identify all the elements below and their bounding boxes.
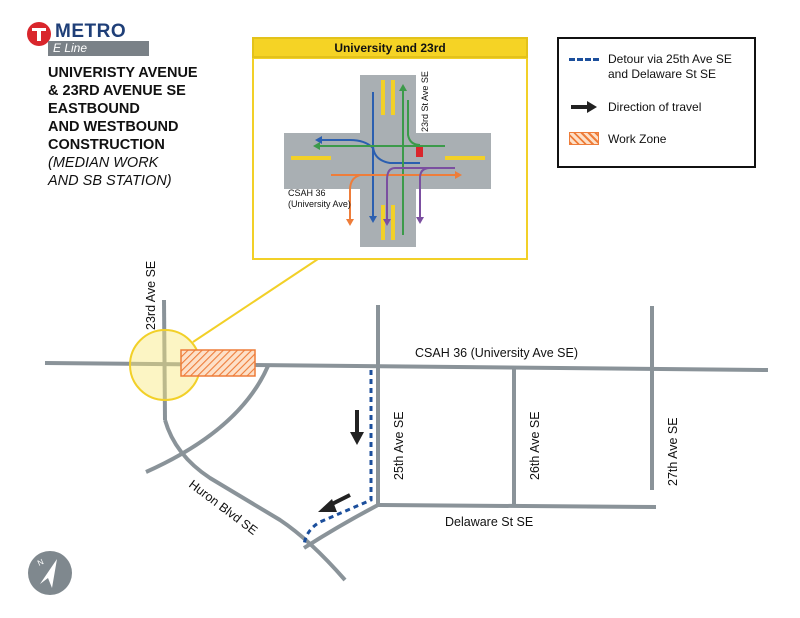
subtitle-line: (MEDIAN WORK — [48, 155, 159, 171]
north-arrow-icon: N — [28, 551, 72, 595]
inset-label-university: (University Ave) — [288, 199, 351, 209]
detour-route — [302, 370, 373, 546]
arrow-right-icon — [569, 100, 599, 117]
map-title: UNIVERISTY AVENUE & 23RD AVENUE SE EASTB… — [48, 64, 248, 154]
subtitle-line: AND SB STATION) — [48, 173, 172, 189]
legend: Detour via 25th Ave SE and Delaware St S… — [557, 37, 756, 168]
brand-name: METRO — [55, 21, 127, 42]
work-zone-swatch-icon — [569, 132, 599, 145]
inset-diagram: 23rd St Ave SE CSAH 36 (University Ave) — [284, 71, 491, 247]
direction-arrow-down — [350, 410, 364, 445]
inset-connector — [192, 258, 319, 343]
legend-label: and Delaware St SE — [608, 67, 717, 81]
map-subtitle: (MEDIAN WORK AND SB STATION) — [48, 154, 172, 190]
svg-text:N: N — [36, 557, 45, 568]
inset-label-23rd: 23rd St Ave SE — [420, 71, 430, 132]
label-27th-ave: 27th Ave SE — [666, 417, 680, 486]
line-badge: E Line — [48, 41, 149, 56]
title-line: & 23RD AVENUE SE — [48, 83, 186, 99]
road-diagonal-connector — [145, 365, 270, 474]
road-delaware-to-huron — [302, 503, 379, 550]
dashed-line-icon — [569, 58, 599, 61]
road-huron — [163, 419, 347, 582]
metro-logo-icon — [27, 22, 51, 46]
title-line: AND WESTBOUND — [48, 119, 179, 135]
direction-arrow-southwest — [318, 493, 351, 512]
legend-label: Direction of travel — [608, 100, 702, 114]
inset-title: University and 23rd — [252, 37, 528, 58]
label-delaware: Delaware St SE — [445, 515, 533, 529]
inset-work-zone — [416, 145, 423, 157]
title-line: CONSTRUCTION — [48, 137, 165, 153]
work-zone-area — [180, 349, 256, 377]
title-line: UNIVERISTY AVENUE — [48, 65, 198, 81]
road-network — [44, 299, 769, 582]
label-26th-ave: 26th Ave SE — [528, 411, 542, 480]
inset-frame — [252, 57, 528, 260]
label-25th-ave: 25th Ave SE — [392, 411, 406, 480]
label-23rd-ave: 23rd Ave SE — [144, 261, 158, 330]
label-university: CSAH 36 (University Ave SE) — [415, 346, 578, 360]
title-line: EASTBOUND — [48, 101, 140, 117]
inset-label-csah: CSAH 36 — [288, 188, 326, 198]
road-delaware — [377, 503, 657, 509]
legend-label: Detour via 25th Ave SE — [608, 52, 732, 66]
legend-label: Work Zone — [608, 132, 667, 146]
